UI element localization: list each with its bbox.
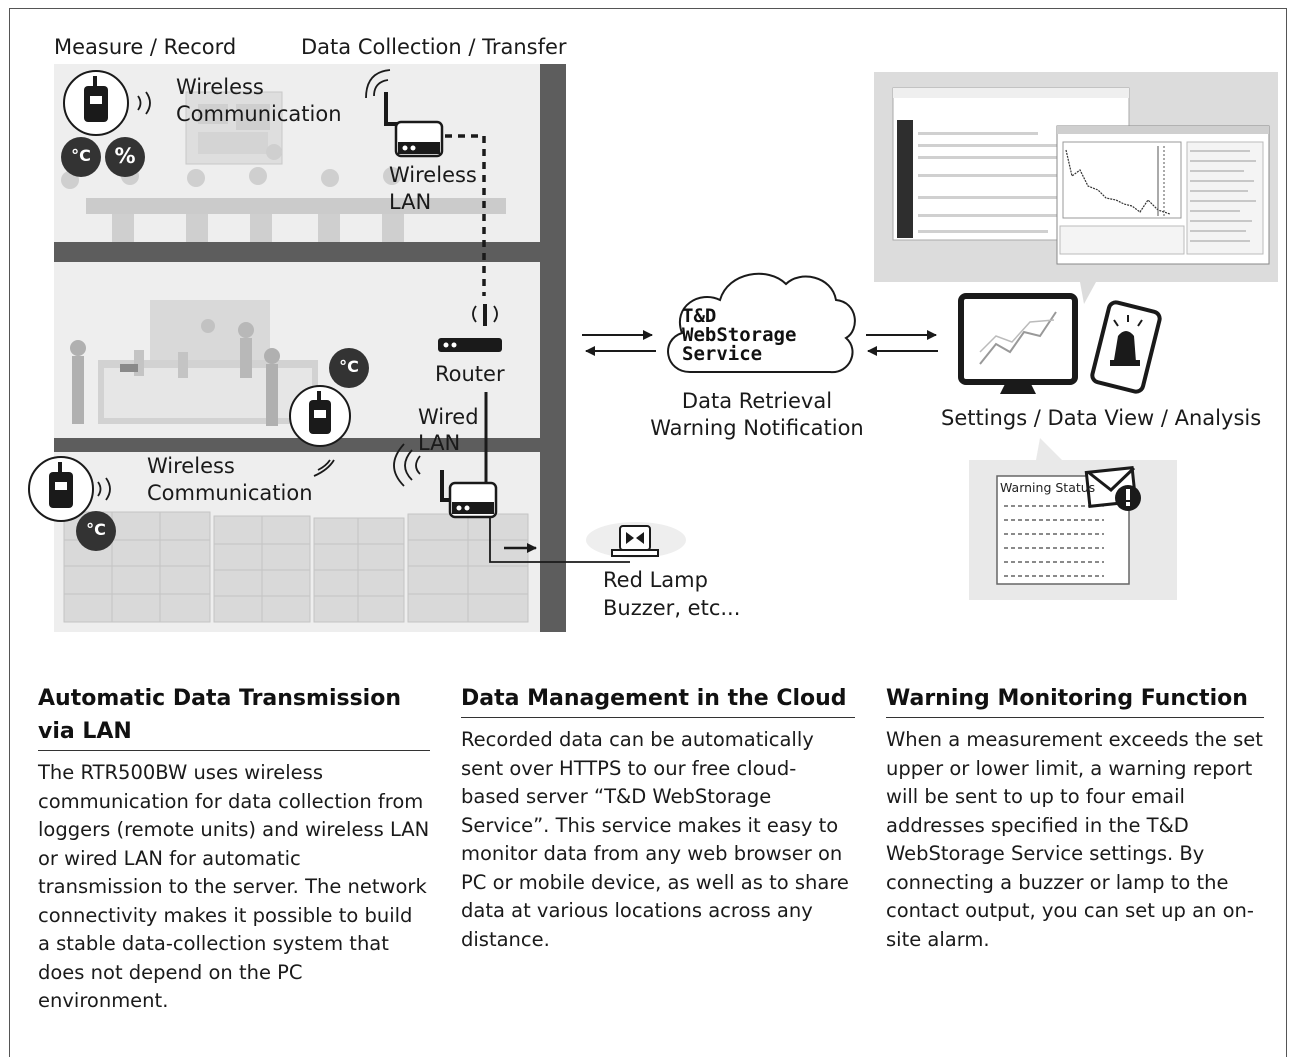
section-warning-monitoring: Warning Monitoring Function When a measu… bbox=[886, 682, 1264, 954]
logger-icon bbox=[28, 456, 111, 522]
label-wireless-comm-bottom: Wireless bbox=[147, 454, 235, 478]
contact-output-link bbox=[489, 517, 630, 563]
section-title: Data Management in the Cloud bbox=[461, 682, 855, 718]
logger-icon bbox=[289, 385, 351, 447]
software-screenshot bbox=[874, 72, 1278, 304]
label-wired-lan: Wired bbox=[418, 405, 479, 429]
red-lamp-icon bbox=[586, 522, 686, 558]
section-lan-transmission: Automatic Data Transmission via LAN The … bbox=[38, 682, 430, 1016]
warehouse-scene bbox=[63, 511, 529, 623]
monitor-icon bbox=[958, 293, 1078, 394]
cloud-title: Service bbox=[682, 343, 763, 365]
base-unit-wireless-icon bbox=[365, 69, 444, 158]
celsius-badge bbox=[61, 137, 101, 177]
section-cloud-management: Data Management in the Cloud Recorded da… bbox=[461, 682, 855, 954]
system-diagram bbox=[28, 64, 1278, 632]
logger-icon bbox=[63, 70, 151, 136]
section-title: Warning Monitoring Function bbox=[886, 682, 1264, 718]
celsius-badge bbox=[329, 348, 369, 388]
celsius-glyph: °C bbox=[71, 146, 91, 165]
lobby-scene bbox=[70, 300, 318, 426]
warning-status-title: Warning Status R bbox=[1000, 480, 1096, 495]
base-unit-wired-icon bbox=[440, 470, 498, 519]
label-data-retrieval: Data Retrieval bbox=[681, 389, 833, 413]
celsius-glyph: °C bbox=[339, 357, 359, 376]
smartphone-icon bbox=[1090, 300, 1162, 394]
page-frame bbox=[9, 8, 1287, 1057]
label-wireless-comm-top: Communication bbox=[176, 102, 342, 126]
cloud-icon bbox=[667, 272, 856, 374]
warning-report bbox=[969, 438, 1177, 600]
section-body: The RTR500BW uses wireless communication… bbox=[38, 761, 430, 1012]
label-buzzer: Buzzer, etc... bbox=[603, 596, 741, 620]
label-warning-notification: Warning Notification bbox=[650, 416, 864, 440]
cloud-title: T&D bbox=[682, 305, 717, 327]
label-data-collection: Data Collection / Transfer bbox=[301, 35, 567, 59]
celsius-badge bbox=[76, 511, 116, 551]
celsius-glyph: °C bbox=[86, 520, 106, 539]
label-red-lamp: Red Lamp bbox=[603, 568, 708, 592]
label-measure-record: Measure / Record bbox=[54, 35, 237, 59]
label-router: Router bbox=[435, 362, 505, 386]
signal-waves-icon bbox=[313, 459, 335, 477]
label-wireless-lan: Wireless bbox=[389, 163, 477, 187]
section-body: When a measurement exceeds the set upper… bbox=[886, 728, 1263, 951]
signal-waves-icon bbox=[393, 443, 421, 487]
label-settings-view: Settings / Data View / Analysis bbox=[941, 406, 1262, 430]
label-wireless-comm-bottom: Communication bbox=[147, 481, 313, 505]
router-icon bbox=[438, 304, 502, 352]
wireless-lan-link bbox=[445, 134, 486, 296]
cloud-title: WebStorage bbox=[682, 324, 797, 346]
label-wireless-lan: LAN bbox=[389, 190, 432, 214]
percent-badge bbox=[105, 137, 145, 177]
percent-glyph: % bbox=[114, 144, 136, 168]
section-body: Recorded data can be automatically sent … bbox=[461, 728, 849, 951]
section-title: Automatic Data Transmission via LAN bbox=[38, 682, 430, 751]
label-wireless-comm-top: Wireless bbox=[176, 75, 264, 99]
label-wired-lan: LAN bbox=[418, 431, 461, 455]
mail-alert-icon bbox=[1084, 466, 1141, 511]
